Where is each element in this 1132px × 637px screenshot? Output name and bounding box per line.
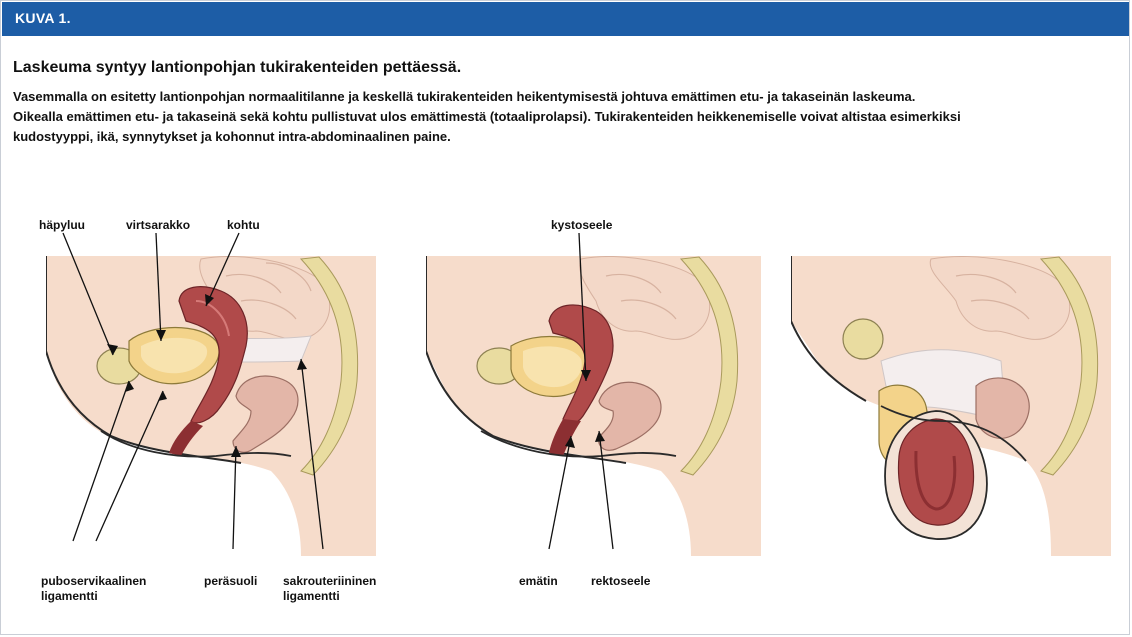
label-kohtu: kohtu [227, 218, 260, 232]
panel-total-prolapse [791, 256, 1111, 556]
label-kystoseele: kystoseele [551, 218, 613, 232]
label-perasuoli: peräsuoli [204, 574, 257, 588]
label-hapyluu: häpyluu [39, 218, 85, 232]
label-puboservikaalinen-line-2: ligamentti [41, 589, 98, 603]
label-virtsarakko: virtsarakko [126, 218, 190, 232]
label-sakrouteriininen-line-2: ligamentti [283, 589, 340, 603]
label-ematin: emätin [519, 574, 558, 588]
label-puboservikaalinen-line-1: puboservikaalinen [41, 574, 146, 588]
panel-partial-prolapse [426, 256, 761, 556]
pubic-bone [843, 319, 883, 359]
label-rektoseele: rektoseele [591, 574, 651, 588]
label-sakrouteriininen-line-1: sakrouteriininen [283, 574, 376, 588]
